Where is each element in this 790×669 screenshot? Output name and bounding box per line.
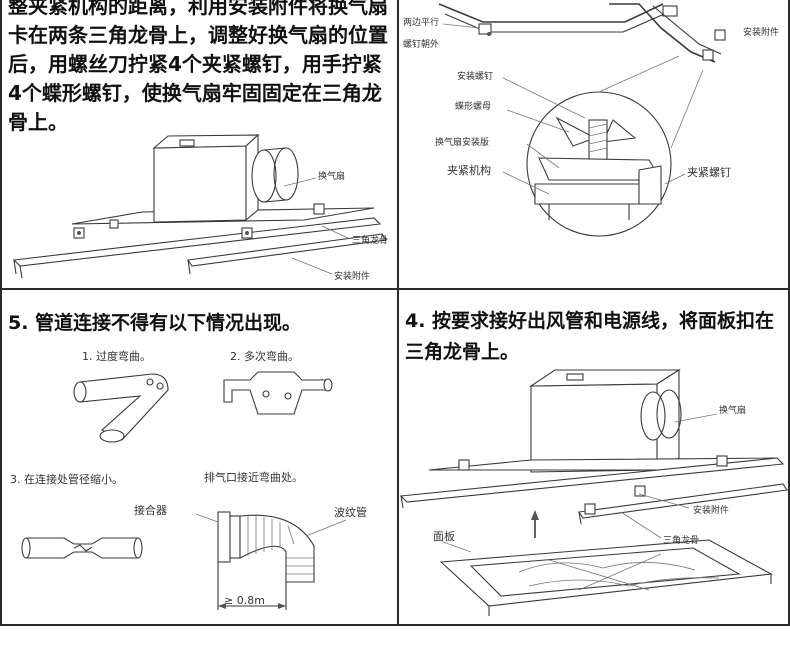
plate-label: 换气扇安装版 [435, 138, 490, 148]
panel-label: 面板 [433, 530, 455, 543]
corrugated-label: 波纹管 [334, 506, 367, 519]
panel-install-illustration [399, 368, 788, 616]
step3-instruction: 整夹紧机构的距离，利用安装附件将换气扇卡在两条三角龙骨上，调整好换气扇的位置后，… [8, 0, 388, 134]
step4-instruction: 4. 按要求接好出风管和电源线，将面板扣在三角龙骨上。 [405, 310, 775, 363]
fan-on-keels-illustration [12, 133, 387, 279]
step4-panel: 4. 按要求接好出风管和电源线，将面板扣在三角龙骨上。 [397, 288, 790, 626]
wing-nut-label: 蝶形螺母 [455, 102, 492, 112]
keel-label: 三角龙骨 [352, 236, 389, 246]
parallel-label: 两边平行 [403, 18, 440, 28]
step3-panel: 整夹紧机构的距离，利用安装附件将换气扇卡在两条三角龙骨上，调整好换气扇的位置后，… [0, 0, 399, 290]
screw-outside-label: 螺钉朝外 [403, 40, 440, 50]
keel-label: 三角龙骨 [663, 536, 700, 546]
step5-panel: 5. 管道连接不得有以下情况出现。 1. 过度弯曲。 2. 多次弯曲。 3. 在… [0, 288, 399, 626]
item3-text: 3. 在连接处管径缩小。 [10, 473, 123, 486]
item4-text: 排气口接近弯曲处。 [204, 471, 303, 484]
fan-label: 换气扇 [719, 406, 747, 416]
step5-instruction: 5. 管道连接不得有以下情况出现。 [8, 312, 302, 334]
fan-label: 换气扇 [318, 172, 346, 182]
bottom-margin [0, 626, 790, 669]
duct-diagrams [21, 371, 347, 610]
install-screw-label: 安装螺钉 [457, 72, 494, 82]
accessory-label: 安装附件 [334, 272, 371, 282]
distance-label: ≥ 0.8m [224, 594, 265, 607]
clamp-screw-label: 夹紧螺钉 [687, 166, 731, 179]
clamp-label: 夹紧机构 [447, 164, 491, 177]
accessory-label: 安装附件 [693, 506, 730, 516]
mounting-detail-illustration [438, 3, 726, 237]
item2-text: 2. 多次弯曲。 [230, 350, 299, 363]
accessory-label: 安装附件 [743, 28, 780, 38]
connector-label: 接合器 [134, 504, 167, 517]
item1-text: 1. 过度弯曲。 [82, 350, 151, 363]
mounting-detail-panel: 两边平行 螺钉朝外 安装附件 安装螺钉 蝶形螺母 换气扇安装版 夹紧机构 夹紧螺… [397, 0, 790, 290]
